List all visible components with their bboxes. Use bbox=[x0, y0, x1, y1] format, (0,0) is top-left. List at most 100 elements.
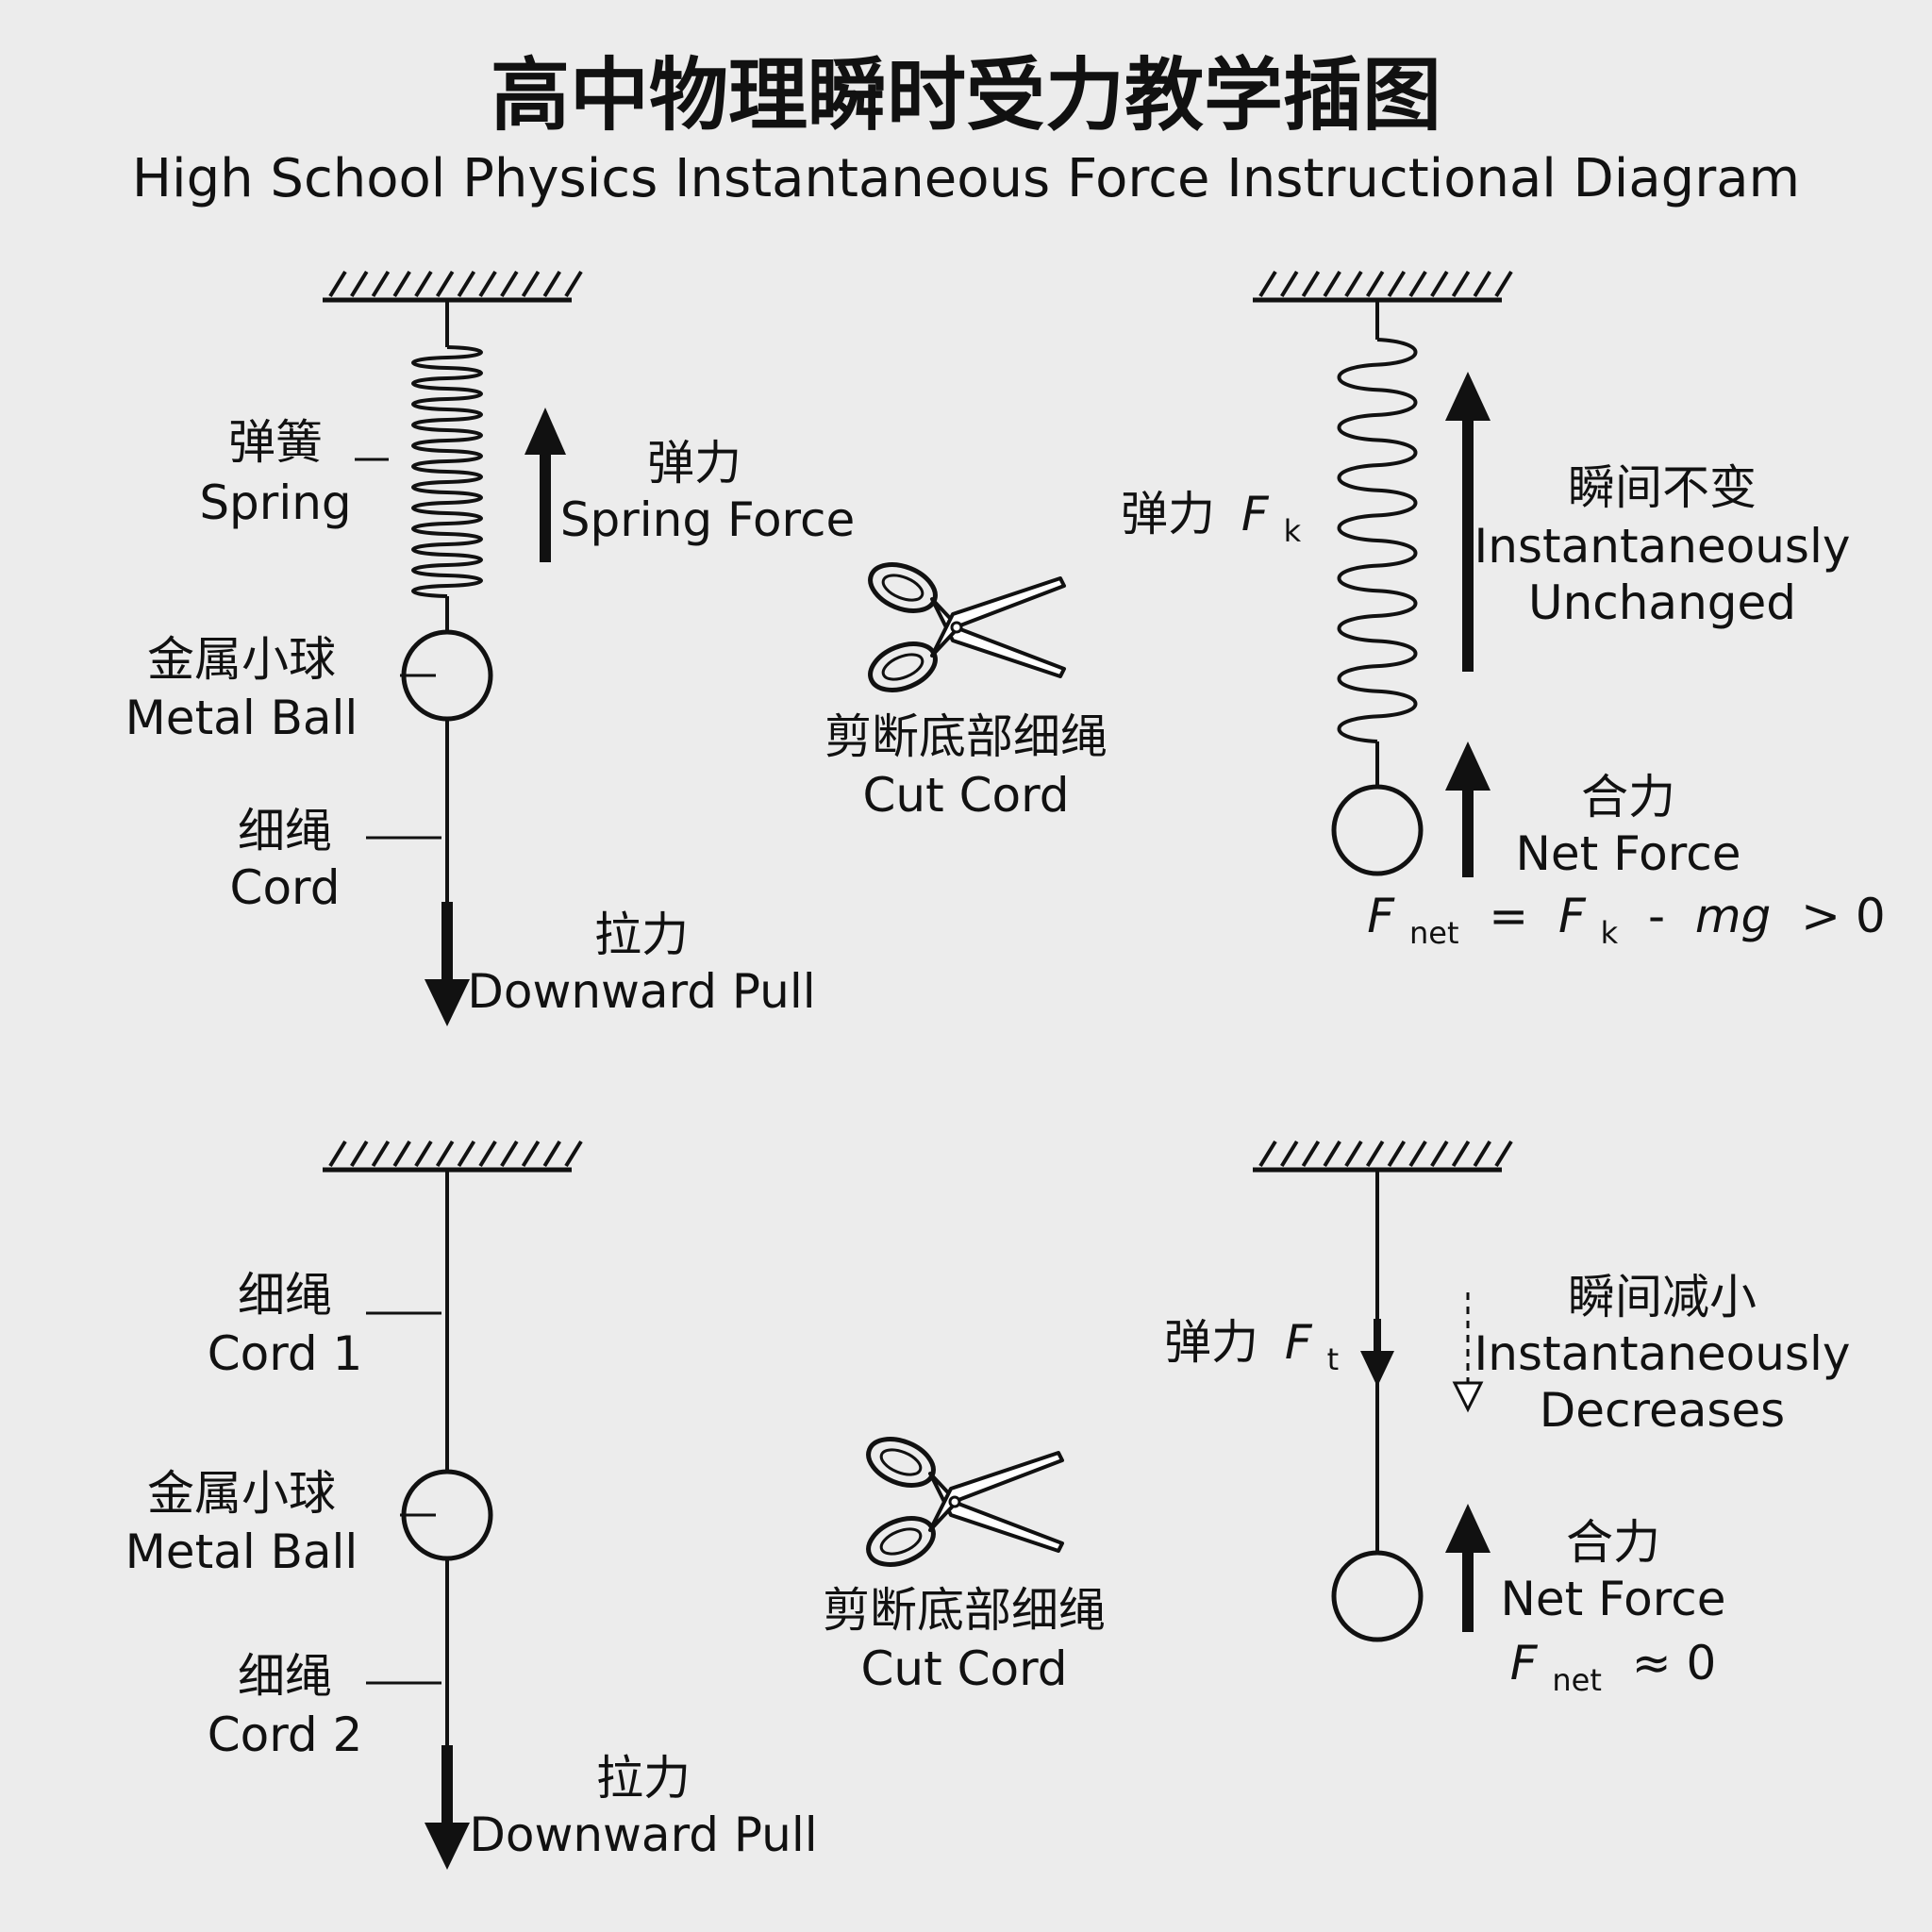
hatch-mark bbox=[521, 270, 541, 298]
decrease-label-zh: 瞬间减小 bbox=[1568, 1270, 1757, 1324]
cord-2-label-en: Cord 2 bbox=[208, 1707, 363, 1762]
hatch-mark bbox=[1323, 1140, 1341, 1168]
cord-2-label-zh: 细绳 bbox=[238, 1649, 332, 1704]
hatch-mark bbox=[1494, 270, 1513, 298]
ball-label-zh: 金属小球 bbox=[147, 1466, 336, 1521]
title-english: High School Physics Instantaneous Force … bbox=[132, 148, 1800, 209]
hatch-mark bbox=[1387, 1140, 1407, 1168]
cord-1-label-zh: 细绳 bbox=[238, 1268, 332, 1323]
tension-arrow bbox=[1360, 1319, 1394, 1387]
hatch-mark bbox=[564, 1140, 583, 1168]
hatch-mark bbox=[414, 270, 433, 298]
decrease-label-en-1: Instantaneously bbox=[1474, 1326, 1851, 1381]
hatch-mark bbox=[1451, 1140, 1471, 1168]
hatch-mark bbox=[500, 1140, 519, 1168]
title-chinese: 高中物理瞬时受力教学插图 bbox=[491, 49, 1441, 142]
spring-force-label-zh: 弹力 bbox=[647, 436, 741, 491]
hatch-mark bbox=[1430, 270, 1449, 298]
pull-label-en: Downward Pull bbox=[467, 964, 815, 1019]
hatch-mark bbox=[1301, 270, 1321, 298]
unchanged-label-en-1: Instantaneously bbox=[1474, 519, 1851, 574]
unchanged-label-en-2: Unchanged bbox=[1528, 575, 1796, 630]
ceiling-support bbox=[323, 270, 583, 303]
hatch-mark bbox=[542, 270, 561, 298]
metal-ball bbox=[1331, 1550, 1424, 1642]
cord-label-en: Cord bbox=[230, 860, 341, 915]
spring-force-label: 弹力 F k bbox=[1121, 487, 1302, 549]
hatch-mark bbox=[1430, 1140, 1449, 1168]
hatch-mark bbox=[371, 270, 391, 298]
panel-top-left: 弹簧 Spring 金属小球 Metal Ball 细绳 Cord 弹力 Spr… bbox=[125, 270, 856, 1026]
cut-label-zh: 剪断底部细绳 bbox=[824, 709, 1108, 764]
ceiling-support bbox=[323, 1140, 583, 1173]
spring-force-label-en: Spring Force bbox=[560, 492, 856, 547]
cut-label-en: Cut Cord bbox=[860, 1641, 1067, 1696]
hatch-mark bbox=[371, 1140, 391, 1168]
net-force-equation: F net = F k - mg > 0 bbox=[1367, 889, 1885, 955]
hatch-mark bbox=[1323, 270, 1341, 298]
hatch-mark bbox=[542, 1140, 561, 1168]
scissors-icon bbox=[866, 1437, 1064, 1567]
hatch-mark bbox=[350, 270, 369, 298]
net-force-label-zh: 合力 bbox=[1581, 770, 1675, 824]
hatch-mark bbox=[1387, 270, 1407, 298]
decrease-dashed-arrow bbox=[1452, 1292, 1484, 1413]
hatch-mark bbox=[457, 1140, 476, 1168]
cut-label-zh: 剪断底部细绳 bbox=[823, 1583, 1106, 1638]
hatch-mark bbox=[1451, 270, 1471, 298]
hatch-mark bbox=[1473, 1140, 1491, 1168]
hatch-mark bbox=[435, 1140, 455, 1168]
net-force-label-en: Net Force bbox=[1516, 826, 1741, 881]
pull-label-zh: 拉力 bbox=[594, 908, 689, 962]
hatch-mark bbox=[478, 1140, 497, 1168]
panel-bottom-right: 弹力 F t 瞬间减小 Instantaneously Decreases 合力… bbox=[1164, 1140, 1851, 1702]
hatch-mark bbox=[1258, 1140, 1277, 1168]
downward-pull-arrow bbox=[425, 1745, 470, 1870]
hatch-mark bbox=[414, 1140, 433, 1168]
stretched-spring bbox=[1337, 338, 1418, 743]
hatch-mark bbox=[1344, 270, 1363, 298]
scissors-icon bbox=[868, 562, 1066, 692]
hatch-mark bbox=[1365, 1140, 1385, 1168]
spring-force-arrow bbox=[1445, 372, 1491, 672]
net-force-arrow bbox=[1445, 741, 1491, 877]
spring bbox=[411, 345, 483, 598]
cut-label-en: Cut Cord bbox=[862, 768, 1069, 823]
cord-1-label-en: Cord 1 bbox=[208, 1326, 363, 1381]
ball-label-en: Metal Ball bbox=[125, 1524, 358, 1579]
ball-label-zh: 金属小球 bbox=[147, 632, 336, 687]
hatch-mark bbox=[1408, 1140, 1427, 1168]
hatch-mark bbox=[392, 1140, 411, 1168]
hatch-mark bbox=[392, 270, 411, 298]
cord-label-zh: 细绳 bbox=[238, 804, 332, 858]
tension-label: 弹力 F t bbox=[1164, 1315, 1339, 1377]
ceiling-support bbox=[1253, 1140, 1513, 1173]
hatch-mark bbox=[564, 270, 583, 298]
pull-label-en: Downward Pull bbox=[469, 1807, 817, 1862]
hatch-mark bbox=[435, 270, 455, 298]
hatch-mark bbox=[350, 1140, 369, 1168]
ball-label-en: Metal Ball bbox=[125, 691, 358, 745]
spring-label-en: Spring bbox=[199, 475, 351, 530]
cut-action-bottom: 剪断底部细绳 Cut Cord bbox=[823, 1437, 1106, 1696]
cut-action-top: 剪断底部细绳 Cut Cord bbox=[824, 562, 1108, 823]
hatch-mark bbox=[1408, 270, 1427, 298]
spring-force-arrow bbox=[525, 408, 566, 562]
hatch-mark bbox=[1280, 270, 1299, 298]
net-force-arrow bbox=[1445, 1504, 1491, 1632]
panel-top-right: 弹力 F k 瞬间不变 Instantaneously Unchanged 合力… bbox=[1121, 270, 1886, 955]
hatch-mark bbox=[500, 270, 519, 298]
net-force-label-zh: 合力 bbox=[1566, 1515, 1660, 1570]
hatch-mark bbox=[1258, 270, 1277, 298]
downward-pull-arrow bbox=[425, 902, 470, 1026]
hatch-mark bbox=[1473, 270, 1491, 298]
hatch-mark bbox=[1494, 1140, 1513, 1168]
net-force-equation: F net ≈ 0 bbox=[1510, 1636, 1717, 1702]
hatch-mark bbox=[1344, 1140, 1363, 1168]
spring-label-zh: 弹簧 bbox=[228, 415, 323, 470]
hatch-mark bbox=[521, 1140, 541, 1168]
decrease-label-en-2: Decreases bbox=[1540, 1383, 1785, 1438]
hatch-mark bbox=[457, 270, 476, 298]
hatch-mark bbox=[1280, 1140, 1299, 1168]
